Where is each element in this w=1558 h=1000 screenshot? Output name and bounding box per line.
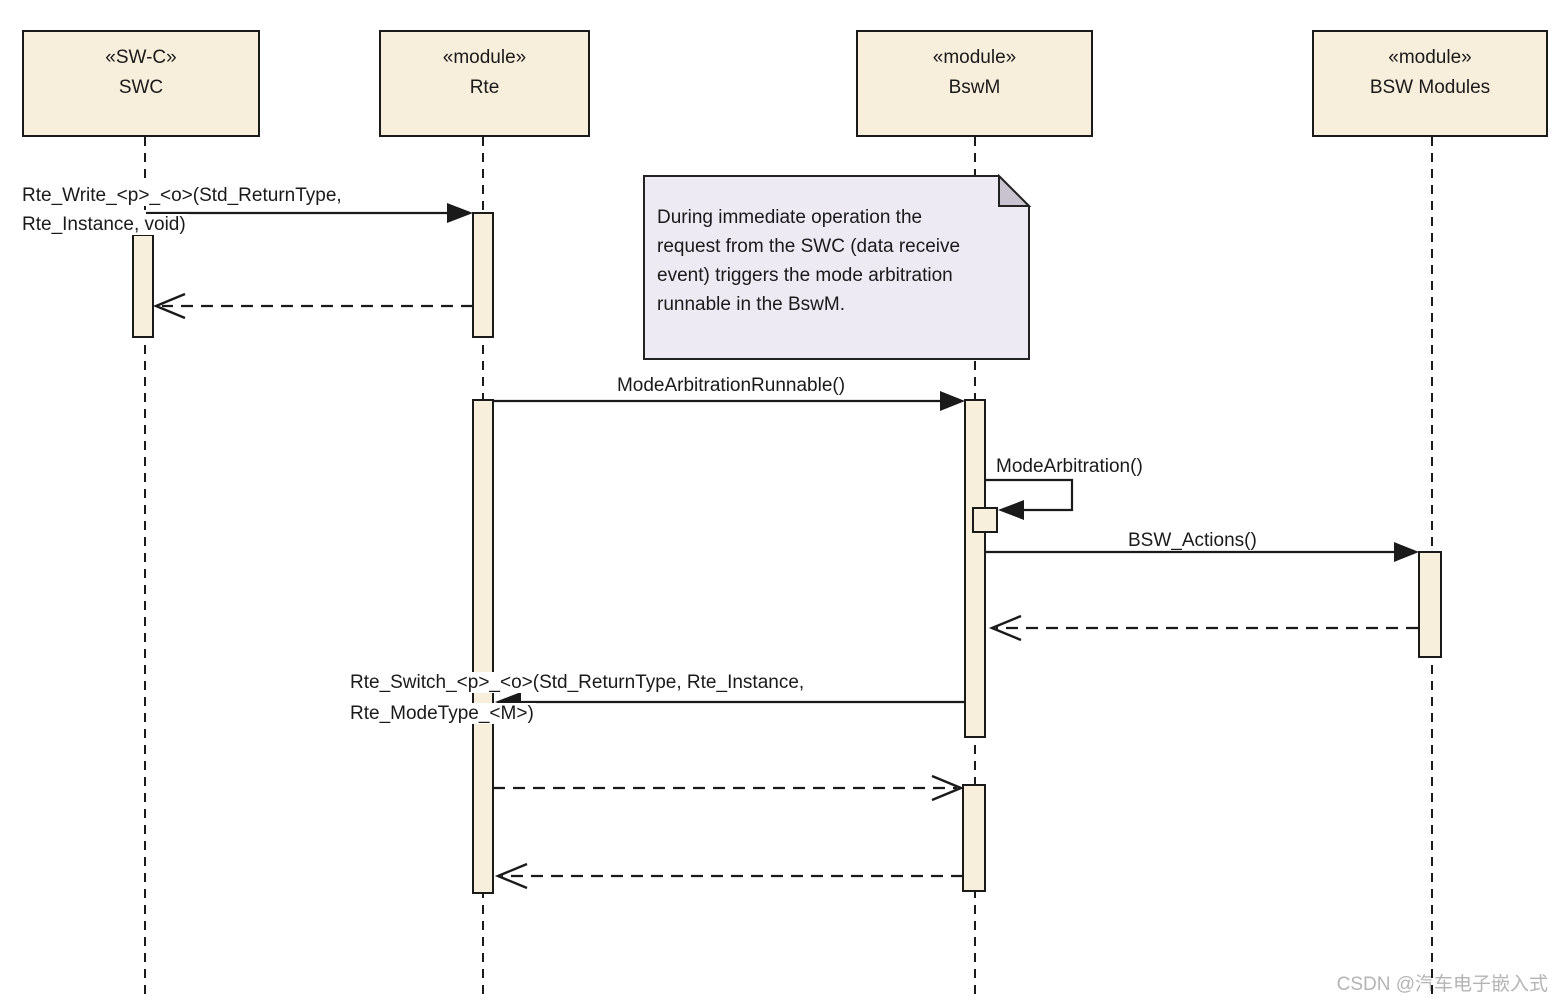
message-arrow-rte-write [146, 203, 473, 223]
message-arrow-mode-arbitration-runnable [493, 391, 965, 411]
activation-swc [132, 234, 154, 338]
filled-arrowhead-icon [940, 391, 965, 411]
message-label-rte-write-line2: Rte_Instance, void) [20, 214, 188, 235]
open-arrowhead-icon [931, 774, 965, 802]
participant-name: BSW Modules [1369, 77, 1491, 98]
participant-box-rte: «module» Rte [379, 30, 590, 137]
note-line: request from the SWC (data receive [657, 236, 961, 257]
activation-rte-2 [472, 399, 494, 894]
participant-stereotype: «module» [1388, 47, 1472, 68]
participant-name: Rte [469, 77, 500, 98]
message-label-rte-switch-line2: Rte_ModeType_<M>) [348, 703, 536, 724]
note-line: runnable in the BswM. [657, 294, 845, 315]
message-label-mode-arbitration: ModeArbitration() [996, 456, 1143, 477]
message-arrow-return-to-bswm [988, 614, 1418, 642]
filled-arrowhead-icon [1394, 542, 1419, 562]
activation-bswm-2 [962, 784, 986, 892]
message-label-rte-write-line1: Rte_Write_<p>_<o>(Std_ReturnType, [20, 185, 344, 206]
watermark: CSDN @汽车电子嵌入式 [1336, 974, 1548, 995]
participant-stereotype: «module» [932, 47, 1017, 68]
note-line: During immediate operation the [657, 207, 923, 228]
message-label-rte-switch-line1: Rte_Switch_<p>_<o>(Std_ReturnType, Rte_I… [348, 672, 807, 693]
participant-box-swc: «SW-C» SWC [22, 30, 260, 137]
open-arrowhead-icon [152, 292, 186, 320]
participant-box-bsw-modules: «module» BSW Modules [1312, 30, 1548, 137]
participant-stereotype: «SW-C» [105, 47, 177, 68]
filled-arrowhead-icon [998, 500, 1024, 520]
message-arrow-return-to-rte [494, 862, 963, 890]
message-label-mode-arbitration-runnable: ModeArbitrationRunnable() [616, 375, 846, 396]
note-shape [643, 175, 1030, 360]
note-text: During immediate operation the request f… [657, 203, 960, 319]
note-line: event) triggers the mode arbitration [657, 265, 953, 286]
activation-rte-1 [472, 212, 494, 338]
message-arrow-rte-to-bswm [493, 774, 965, 802]
message-arrow-return-to-swc [152, 292, 473, 320]
message-arrow-mode-arbitration-self [985, 478, 1074, 520]
open-arrowhead-icon [988, 614, 1022, 642]
note-fold-icon [998, 173, 1032, 207]
filled-arrowhead-icon [447, 203, 473, 223]
participant-name: SWC [118, 77, 164, 98]
activation-bsw-modules [1418, 551, 1442, 658]
participant-name: BswM [948, 77, 1001, 98]
open-arrowhead-icon [494, 862, 528, 890]
activation-bswm-1 [964, 399, 986, 738]
participant-box-bswm: «module» BswM [856, 30, 1093, 137]
message-label-bsw-actions: BSW_Actions() [1128, 530, 1257, 551]
activation-bswm-nested [972, 507, 998, 533]
message-arrow-bsw-actions [985, 542, 1419, 562]
participant-stereotype: «module» [442, 47, 527, 68]
